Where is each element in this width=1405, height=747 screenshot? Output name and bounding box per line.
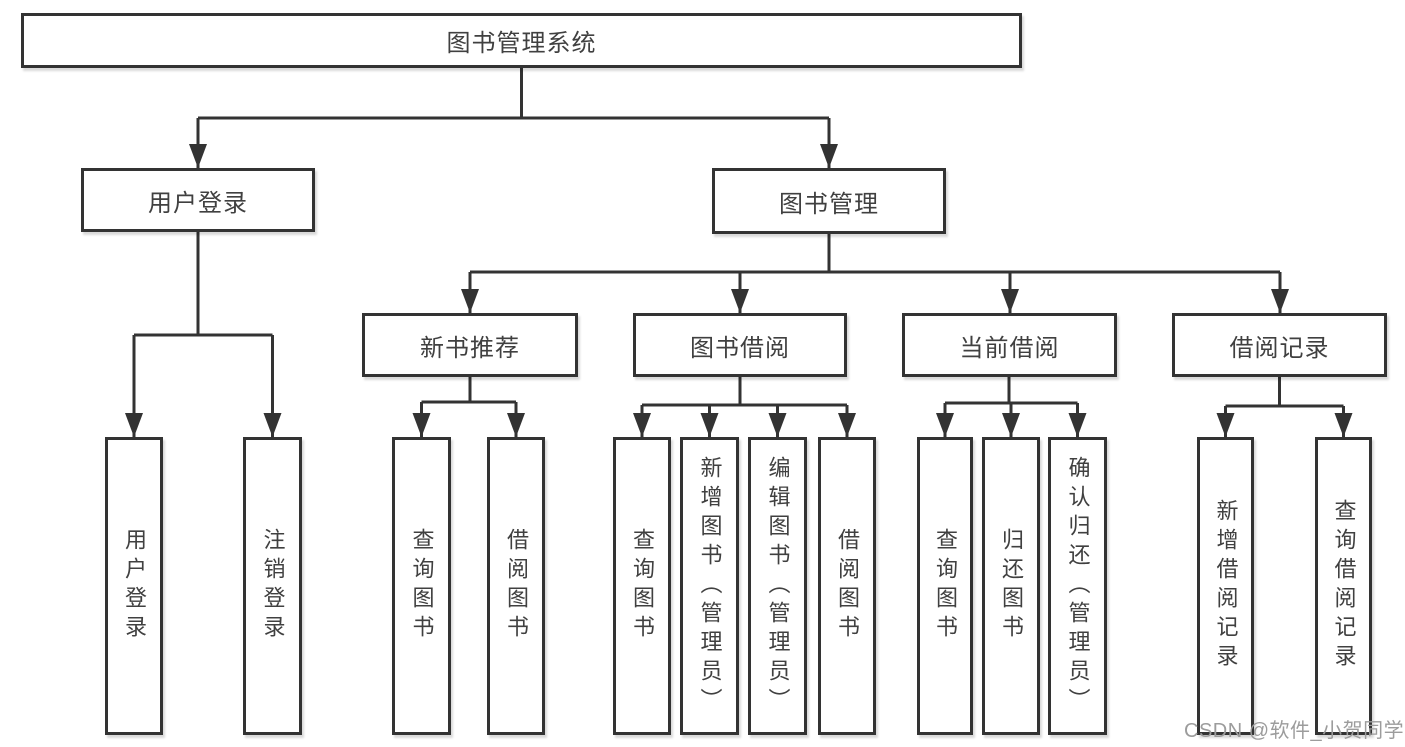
node-user-login-label: 用户登录 — [148, 189, 248, 217]
node-borrow-books-2-label: 借阅图书 — [835, 528, 860, 644]
node-borrow-books-1-label: 借阅图书 — [504, 528, 529, 644]
node-user-login-leaf: 用户登录 — [105, 437, 163, 735]
node-borrow-books-1: 借阅图书 — [487, 437, 545, 735]
node-query-books-1: 查询图书 — [392, 437, 451, 735]
node-logout: 注销登录 — [243, 437, 302, 735]
node-borrow-records: 借阅记录 — [1172, 313, 1387, 377]
node-root-label: 图书管理系统 — [446, 30, 597, 57]
node-query-books-2-label: 查询图书 — [630, 528, 655, 644]
node-edit-book-admin-label: 编辑图书（管理员） — [765, 455, 791, 717]
node-confirm-return-admin-label: 确认归还（管理员） — [1065, 455, 1091, 717]
node-book-management: 图书管理 — [712, 168, 946, 234]
node-new-book-recommend-label: 新书推荐 — [420, 334, 520, 362]
node-root: 图书管理系统 — [21, 13, 1022, 68]
node-user-login: 用户登录 — [81, 168, 315, 232]
watermark: CSDN @软件_小贺同学 — [1184, 720, 1405, 742]
node-query-borrow-record-label: 查询借阅记录 — [1331, 499, 1357, 673]
node-logout-label: 注销登录 — [260, 528, 286, 644]
node-new-book-recommend: 新书推荐 — [362, 313, 578, 377]
node-current-borrow-label: 当前借阅 — [959, 334, 1060, 362]
node-book-borrow-label: 图书借阅 — [690, 334, 790, 362]
node-book-borrow: 图书借阅 — [633, 313, 847, 377]
node-add-borrow-record-label: 新增借阅记录 — [1213, 499, 1239, 673]
node-return-book: 归还图书 — [982, 437, 1040, 735]
node-add-book-admin: 新增图书（管理员） — [680, 437, 739, 735]
node-borrow-records-label: 借阅记录 — [1229, 334, 1330, 362]
node-current-borrow: 当前借阅 — [902, 313, 1117, 377]
node-add-borrow-record: 新增借阅记录 — [1197, 437, 1254, 735]
node-edit-book-admin: 编辑图书（管理员） — [748, 437, 807, 735]
node-borrow-books-2: 借阅图书 — [818, 437, 876, 735]
connector-group — [125, 68, 1353, 437]
node-query-books-2: 查询图书 — [613, 437, 671, 735]
node-query-borrow-record: 查询借阅记录 — [1315, 437, 1372, 735]
node-confirm-return-admin: 确认归还（管理员） — [1048, 437, 1107, 735]
node-return-book-label: 归还图书 — [999, 528, 1024, 644]
node-add-book-admin-label: 新增图书（管理员） — [697, 455, 723, 717]
node-user-login-leaf-label: 用户登录 — [122, 528, 147, 644]
node-query-books-3: 查询图书 — [917, 437, 973, 735]
node-query-books-1-label: 查询图书 — [409, 528, 435, 644]
node-book-management-label: 图书管理 — [779, 190, 879, 218]
node-query-books-3-label: 查询图书 — [933, 528, 958, 644]
